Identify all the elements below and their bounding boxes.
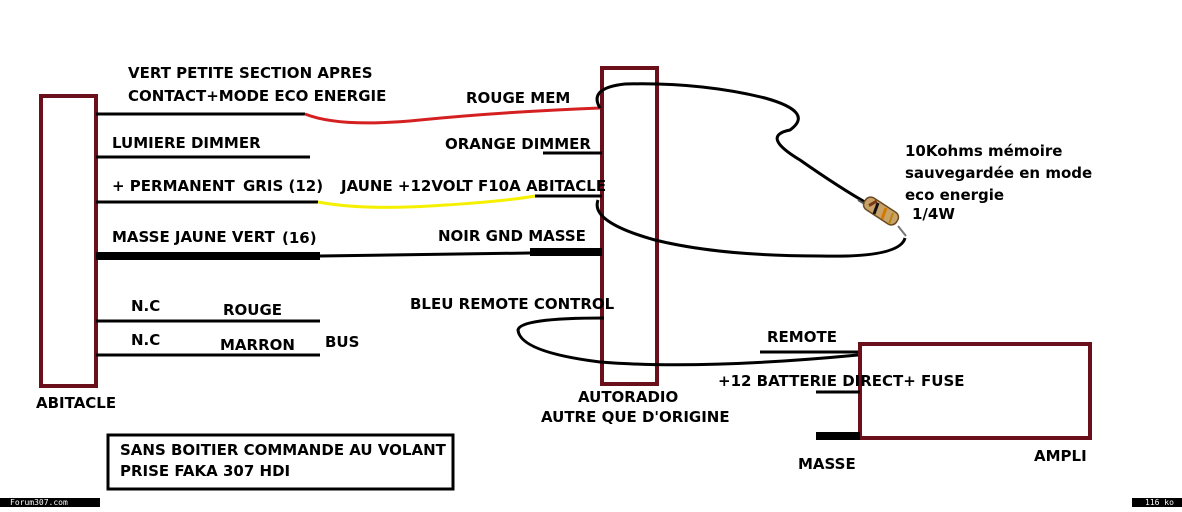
footer-text-right: 116 ko bbox=[1145, 498, 1174, 507]
wire-memory-loop bbox=[595, 82, 871, 207]
note-box bbox=[106, 433, 455, 491]
label-bus: BUS bbox=[325, 333, 359, 351]
label-ampli-masse: MASSE bbox=[798, 455, 856, 473]
abitacle-label: ABITACLE bbox=[36, 394, 116, 412]
wire-resistor-return bbox=[595, 199, 907, 258]
resistor-note-line1: 10Kohms mémoire bbox=[905, 142, 1062, 160]
autoradio-label-line1: AUTORADIO bbox=[578, 388, 678, 406]
wire-red-rouge-mem bbox=[304, 106, 601, 125]
label-nc-1: N.C bbox=[131, 297, 160, 315]
wire-yellow-jaune bbox=[317, 194, 536, 209]
note-line1: SANS BOITIER COMMANDE AU VOLANT bbox=[120, 441, 447, 459]
label-gris: GRIS (12) bbox=[243, 177, 323, 195]
abitacle-box bbox=[39, 94, 98, 388]
footer-bar-right bbox=[1132, 498, 1182, 507]
label-nc-2: N.C bbox=[131, 331, 160, 349]
label-noir: NOIR GND MASSE bbox=[438, 227, 586, 245]
footer-text-left: Forum307.com bbox=[10, 498, 68, 507]
label-orange-dimmer: ORANGE DIMMER bbox=[445, 135, 591, 153]
footer-bar-left bbox=[0, 498, 100, 507]
label-masse-num: (16) bbox=[282, 229, 317, 247]
label-masse: MASSE JAUNE VERT bbox=[112, 228, 276, 246]
label-vert-line2: CONTACT+MODE ECO ENERGIE bbox=[128, 87, 386, 105]
note-line2: PRISE FAKA 307 HDI bbox=[120, 462, 290, 480]
wire-remote-loop bbox=[516, 316, 859, 367]
wire-masse-thin bbox=[319, 251, 531, 258]
resistor-icon bbox=[857, 196, 907, 237]
autoradio-box bbox=[600, 66, 659, 386]
label-jaune: JAUNE +12VOLT F10A ABITACLE bbox=[340, 177, 606, 195]
label-rouge-mem: ROUGE MEM bbox=[466, 89, 570, 107]
label-marron: MARRON bbox=[220, 336, 295, 354]
ampli-label: AMPLI bbox=[1034, 447, 1087, 465]
label-permanent: + PERMANENT bbox=[112, 177, 235, 195]
autoradio-label-line2: AUTRE QUE D'ORIGINE bbox=[541, 408, 730, 426]
resistor-note-line4: 1/4W bbox=[912, 205, 955, 223]
resistor-note-line3: eco energie bbox=[905, 186, 1004, 204]
label-vert-line1: VERT PETITE SECTION APRES bbox=[128, 64, 373, 82]
resistor-note-line2: sauvegardée en mode bbox=[905, 164, 1092, 182]
ampli-box bbox=[858, 342, 1092, 440]
label-lumiere: LUMIERE DIMMER bbox=[112, 134, 261, 152]
label-bleu: BLEU REMOTE CONTROL bbox=[410, 295, 615, 313]
label-batterie: +12 BATTERIE DIRECT+ FUSE bbox=[718, 372, 965, 390]
label-remote: REMOTE bbox=[767, 328, 837, 346]
label-rouge: ROUGE bbox=[223, 301, 282, 319]
